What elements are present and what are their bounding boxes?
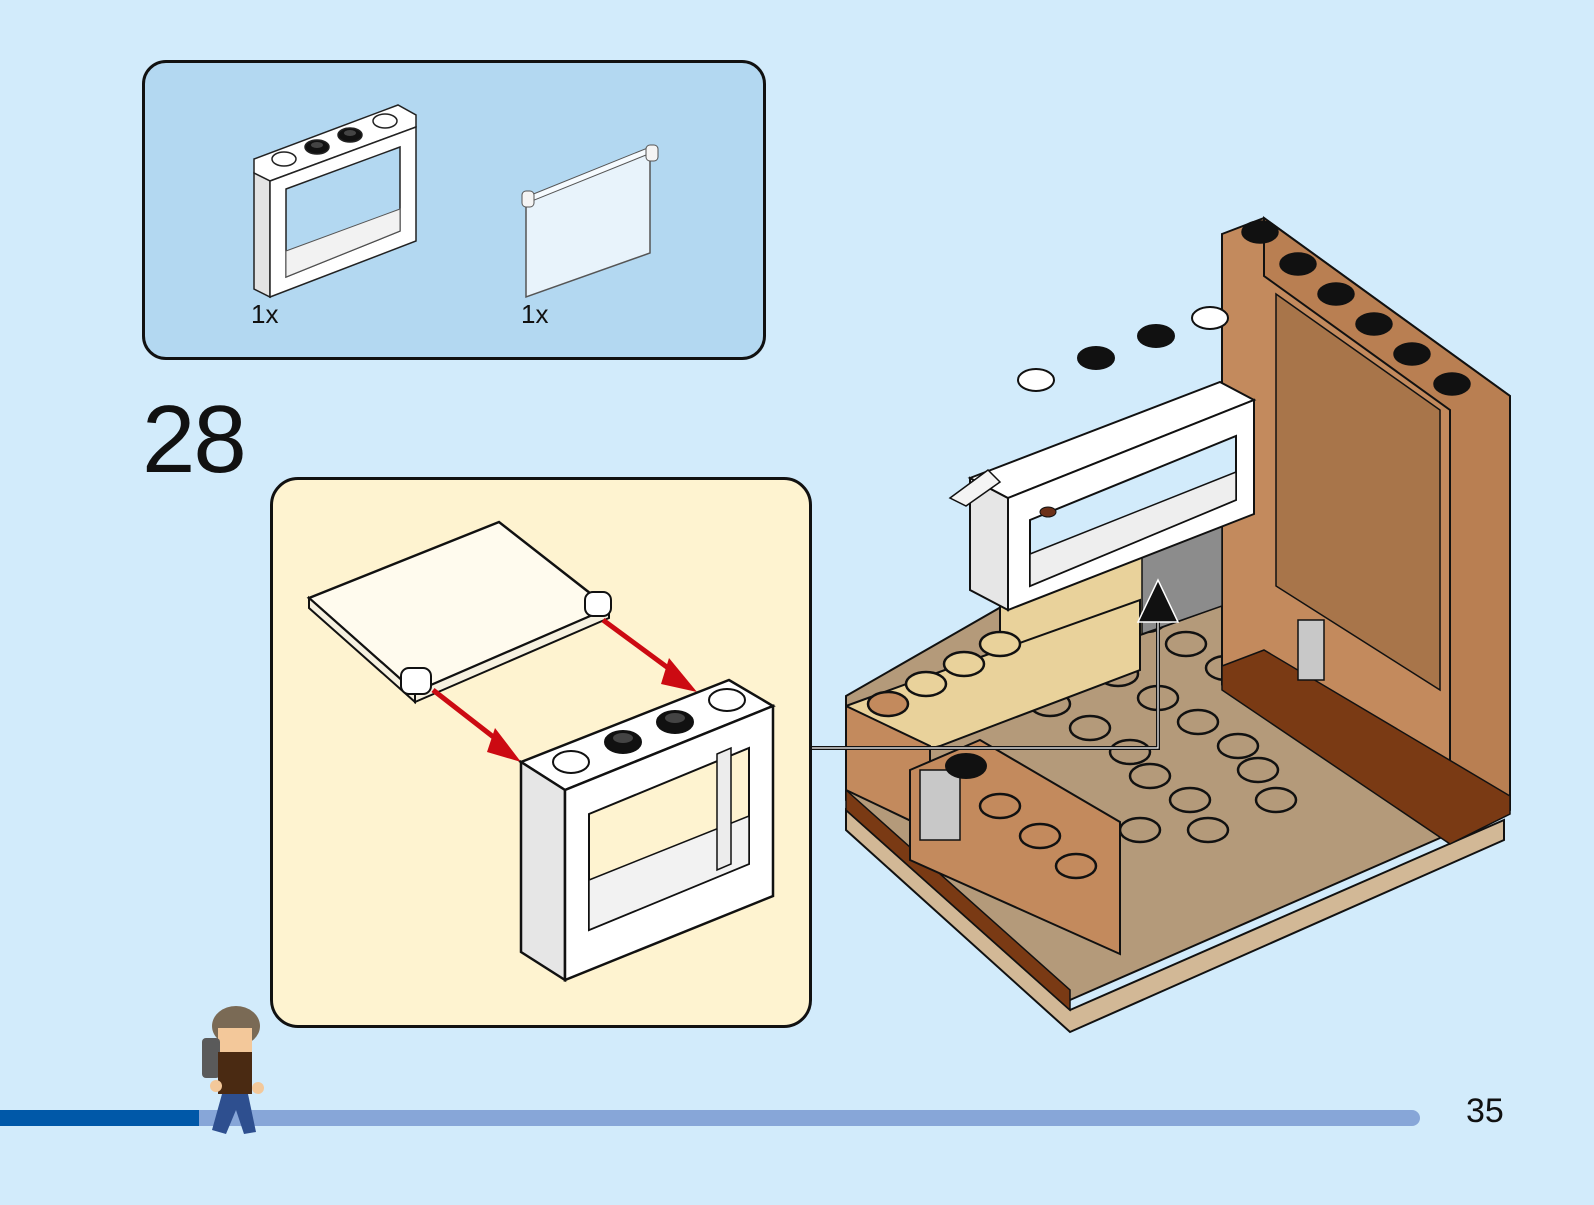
window-pane-part-icon (521, 144, 659, 299)
subassembly-illustration (306, 520, 776, 983)
red-arrow (601, 617, 697, 692)
hinge-tile (919, 769, 961, 841)
minifig-head (218, 1028, 252, 1052)
part-quantity: 1x (521, 299, 549, 329)
build-progress-fill (0, 1110, 199, 1126)
model-illustration (812, 216, 1511, 1034)
build-progress-bar (0, 1110, 1420, 1126)
window-pane-piece (306, 520, 612, 705)
page-number: 35 (1466, 1092, 1504, 1130)
minifigure-progress-marker (202, 1006, 264, 1134)
front-brick (909, 738, 1121, 956)
part-quantity: 1x (251, 299, 279, 329)
window-frame-piece (518, 678, 776, 983)
opened-pane (948, 469, 1002, 507)
placement-arrow (812, 578, 1180, 750)
minifig-legs (212, 1094, 256, 1134)
step-number: 28 (142, 386, 247, 493)
installed-window (948, 306, 1257, 612)
minifig-torso (218, 1052, 252, 1094)
subassembly-callout (270, 477, 812, 1028)
red-arrow (431, 688, 521, 762)
parts-list-panel: 1x 1x (142, 60, 766, 360)
window-frame-part-icon (253, 104, 417, 299)
hinge-tile (1297, 619, 1325, 681)
wall-studs (1241, 220, 1471, 396)
minifig-backpack (202, 1038, 220, 1078)
